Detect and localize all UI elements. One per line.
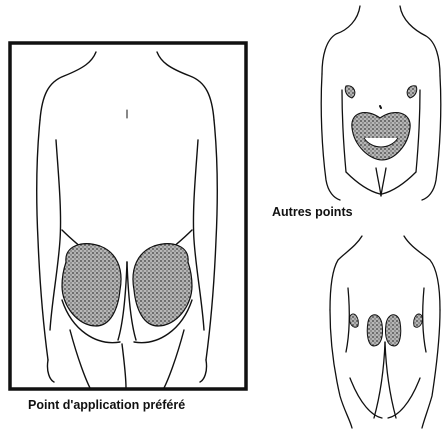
- lumbar-zone-right: [385, 315, 400, 346]
- preferred-zone-right: [133, 244, 192, 326]
- back-view-figure: [37, 52, 218, 388]
- flank-zone-left: [345, 86, 355, 98]
- other-sites-caption: Autres points: [272, 205, 353, 219]
- side-zone-right: [414, 314, 423, 327]
- abdomen-zone: [352, 113, 410, 160]
- flank-zone-right: [407, 86, 417, 98]
- preferred-site-caption: Point d'application préféré: [28, 398, 185, 412]
- front-view-figure: [321, 6, 441, 200]
- side-zone-left: [350, 314, 359, 327]
- preferred-zone-left: [62, 244, 121, 326]
- lumbar-zone-left: [367, 315, 382, 346]
